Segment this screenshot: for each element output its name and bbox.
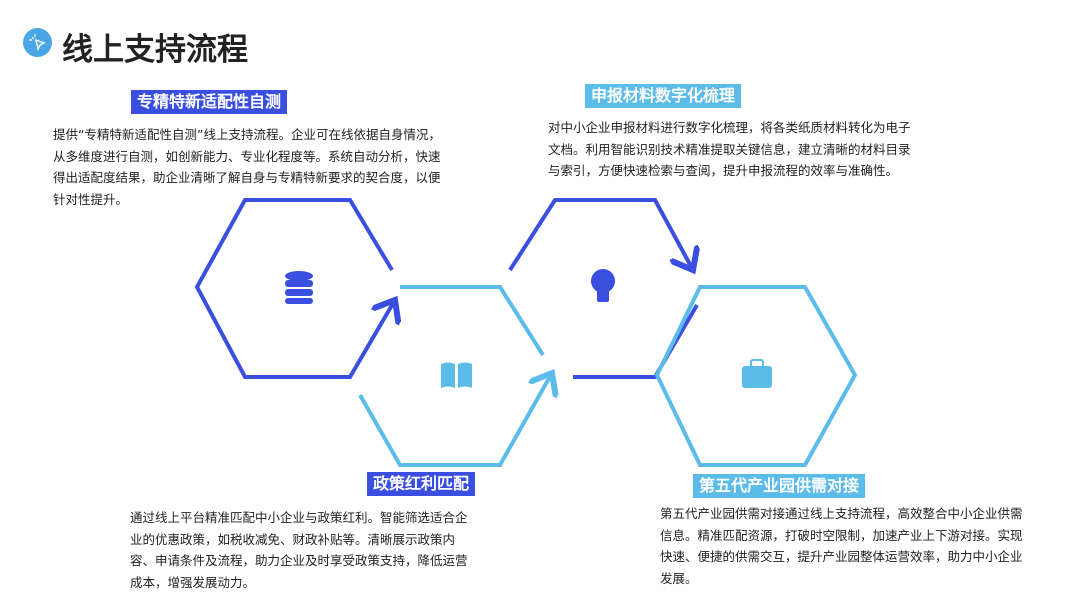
lightbulb-icon xyxy=(591,269,615,302)
hexagon-3 xyxy=(508,198,693,270)
step-1-description: 提供“专精特新适配性自测”线上支持流程。企业可在线依据自身情况，从多维度进行自测… xyxy=(53,127,441,207)
page-title: 线上支持流程 xyxy=(62,32,248,68)
book-icon xyxy=(441,362,472,388)
hexagon-4 xyxy=(654,285,858,467)
step-2-description: 通过线上平台精准匹配中小企业与政策红利。智能筛选适合企业的优惠政策，如税收减免、… xyxy=(130,510,468,590)
hexagon-2 xyxy=(400,285,545,357)
step-1-title: 专精特新适配性自测 xyxy=(131,90,288,114)
hexagon-3-bottom xyxy=(573,303,699,379)
database-icon xyxy=(285,271,313,304)
step-3-title: 申报材料数字化梳理 xyxy=(585,84,742,108)
cursor-click-icon xyxy=(23,28,52,57)
step-4-title: 第五代产业园供需对接 xyxy=(693,474,866,498)
hexagon-1 xyxy=(194,198,395,379)
step-4-description: 第五代产业园供需对接通过线上支持流程，高效整合中小企业供需信息。精准匹配资源，打… xyxy=(660,506,1023,586)
hexagon-2-bottom xyxy=(358,373,552,467)
briefcase-icon xyxy=(742,359,772,388)
step-2-title: 政策红利匹配 xyxy=(367,472,476,496)
step-3-description: 对中小企业申报材料进行数字化梳理，将各类纸质材料转化为电子文档。利用智能识别技术… xyxy=(548,120,911,178)
